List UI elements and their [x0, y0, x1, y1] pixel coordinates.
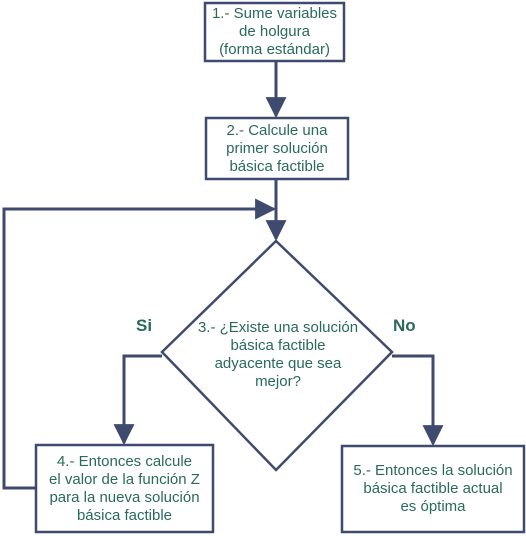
- step1-label: 1.- Sume variables de holgura (forma est…: [211, 5, 338, 58]
- no-label: No: [393, 316, 416, 335]
- yes-label: Si: [136, 316, 153, 335]
- step4-label: 4.- Entonces calcule el valor de la func…: [49, 452, 200, 524]
- step3-diamond: [160, 239, 394, 472]
- step2-label: 2.- Calcule una primer solución básica f…: [226, 121, 328, 175]
- edge-step4-loop-back: [2, 198, 277, 490]
- step5-label: 5.- Entonces la solución básica factible…: [353, 462, 513, 515]
- edge-step3-yes-to-step4: [113, 354, 162, 446]
- edge-step3-no-to-step5: [392, 354, 444, 447]
- step3-label: 3.- ¿Existe una solución básica factible…: [197, 319, 359, 390]
